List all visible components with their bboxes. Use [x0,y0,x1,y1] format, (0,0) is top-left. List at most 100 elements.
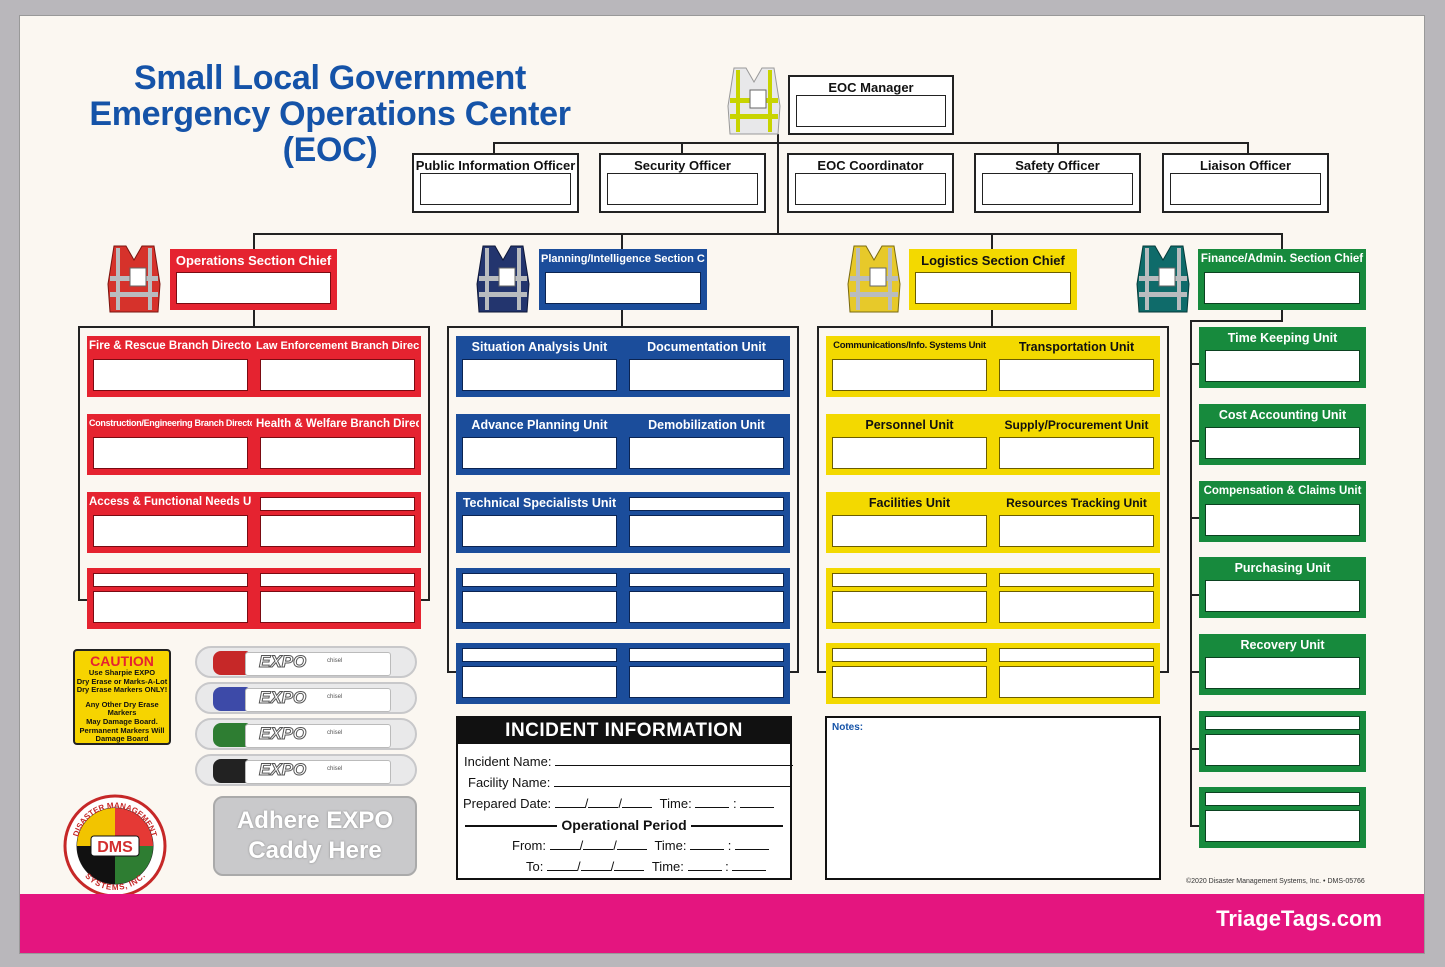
demobilization-unit-box[interactable]: Demobilization Unit [623,414,790,475]
construction-engineering-branch-director-box[interactable]: Construction/Engineering Branch Director [87,414,254,475]
planning-blank-unit-box[interactable] [456,568,623,629]
to-month-field[interactable] [546,859,577,871]
logistics-blank-unit-box[interactable] [993,643,1160,704]
to-day-field[interactable] [580,859,611,871]
from-time-minute-field[interactable] [734,838,769,850]
planning-blank-unit-box[interactable] [623,492,790,553]
access-functional-needs-unit-box[interactable]: Access & Functional Needs Unit [87,492,254,553]
eoc-manager-box[interactable]: EOC Manager [788,75,954,135]
operations-section-chief-field[interactable] [176,272,331,304]
compensation-claims-unit-field[interactable] [1205,504,1360,536]
finance-section-chief-field[interactable] [1204,272,1360,304]
planning-blank-unit-field[interactable] [462,591,617,623]
transportation-unit-field[interactable] [999,359,1154,391]
advance-planning-unit-box[interactable]: Advance Planning Unit [456,414,623,475]
planning-blank-unit-field[interactable] [629,515,784,547]
planning-blank-unit-title-field[interactable] [629,648,784,662]
incident-name-field[interactable] [555,754,794,766]
operations-blank-unit-field[interactable] [93,591,248,623]
logistics-blank-unit-field[interactable] [832,666,987,698]
logistics-blank-unit-title-field[interactable] [832,648,987,662]
finance-blank-unit-title-field[interactable] [1205,716,1360,730]
operations-blank-unit-field[interactable] [260,515,415,547]
prepared-date-month-field[interactable] [554,796,585,808]
planning-section-chief-box[interactable]: Planning/Intelligence Section Chief [539,249,707,310]
finance-section-chief-box[interactable]: Finance/Admin. Section Chief [1198,249,1366,310]
logistics-blank-unit-title-field[interactable] [999,573,1154,587]
logistics-blank-unit-box[interactable] [993,568,1160,629]
logistics-blank-unit-field[interactable] [999,591,1154,623]
prepared-date-day-field[interactable] [588,796,619,808]
documentation-unit-box[interactable]: Documentation Unit [623,336,790,397]
purchasing-unit-box[interactable]: Purchasing Unit [1199,557,1366,618]
time-keeping-unit-box[interactable]: Time Keeping Unit [1199,327,1366,388]
situation-analysis-unit-field[interactable] [462,359,617,391]
eoc-coordinator-box[interactable]: EOC Coordinator [787,153,954,213]
finance-blank-unit-field[interactable] [1205,734,1360,766]
logistics-section-chief-field[interactable] [915,272,1071,304]
to-time-minute-field[interactable] [732,859,767,871]
logistics-blank-unit-box[interactable] [826,568,993,629]
public-information-officer-field[interactable] [420,173,571,205]
cost-accounting-unit-box[interactable]: Cost Accounting Unit [1199,404,1366,465]
security-officer-box[interactable]: Security Officer [599,153,766,213]
recovery-unit-field[interactable] [1205,657,1360,689]
recovery-unit-box[interactable]: Recovery Unit [1199,634,1366,695]
logistics-blank-unit-box[interactable] [826,643,993,704]
facilities-unit-field[interactable] [832,515,987,547]
planning-blank-unit-title-field[interactable] [462,573,617,587]
operations-blank-unit-box[interactable] [254,568,421,629]
operations-blank-unit-title-field[interactable] [260,497,415,511]
operations-blank-unit-field[interactable] [260,591,415,623]
resources-tracking-unit-field[interactable] [999,515,1154,547]
law-enforcement-branch-director-field[interactable] [260,359,415,391]
operations-section-chief-box[interactable]: Operations Section Chief [170,249,337,310]
operations-blank-unit-title-field[interactable] [93,573,248,587]
personnel-unit-box[interactable]: Personnel Unit [826,414,993,475]
finance-blank-unit-box[interactable] [1199,711,1366,772]
supply-procurement-unit-field[interactable] [999,437,1154,469]
prepared-time-hour-field[interactable] [695,796,730,808]
health-welfare-branch-director-box[interactable]: Health & Welfare Branch Director [254,414,421,475]
situation-analysis-unit-box[interactable]: Situation Analysis Unit [456,336,623,397]
website-link[interactable]: TriageTags.com [1216,906,1382,931]
planning-section-chief-field[interactable] [545,272,701,304]
planning-blank-unit-title-field[interactable] [629,573,784,587]
access-functional-needs-unit-field[interactable] [93,515,248,547]
communications-info-systems-unit-field[interactable] [832,359,987,391]
operations-blank-unit-box[interactable] [87,568,254,629]
finance-blank-unit-field[interactable] [1205,810,1360,842]
safety-officer-box[interactable]: Safety Officer [974,153,1141,213]
planning-blank-unit-field[interactable] [629,591,784,623]
planning-blank-unit-box[interactable] [456,643,623,704]
cost-accounting-unit-field[interactable] [1205,427,1360,459]
planning-blank-unit-field[interactable] [629,666,784,698]
operations-blank-unit-title-field[interactable] [260,573,415,587]
facilities-unit-box[interactable]: Facilities Unit [826,492,993,553]
health-welfare-branch-director-field[interactable] [260,437,415,469]
eoc-coordinator-field[interactable] [795,173,946,205]
from-month-field[interactable] [549,838,580,850]
planning-blank-unit-field[interactable] [462,666,617,698]
purchasing-unit-field[interactable] [1205,580,1360,612]
from-year-field[interactable] [616,838,647,850]
construction-engineering-branch-director-field[interactable] [93,437,248,469]
transportation-unit-box[interactable]: Transportation Unit [993,336,1160,397]
logistics-blank-unit-field[interactable] [832,591,987,623]
safety-officer-field[interactable] [982,173,1133,205]
prepared-time-minute-field[interactable] [740,796,775,808]
communications-info-systems-unit-box[interactable]: Communications/Info. Systems Unit [826,336,993,397]
from-time-hour-field[interactable] [690,838,725,850]
time-keeping-unit-field[interactable] [1205,350,1360,382]
personnel-unit-field[interactable] [832,437,987,469]
advance-planning-unit-field[interactable] [462,437,617,469]
planning-blank-unit-title-field[interactable] [629,497,784,511]
liaison-officer-box[interactable]: Liaison Officer [1162,153,1329,213]
demobilization-unit-field[interactable] [629,437,784,469]
logistics-section-chief-box[interactable]: Logistics Section Chief [909,249,1077,310]
technical-specialists-unit-box[interactable]: Technical Specialists Unit [456,492,623,553]
finance-blank-unit-title-field[interactable] [1205,792,1360,806]
compensation-claims-unit-box[interactable]: Compensation & Claims Unit [1199,481,1366,542]
liaison-officer-field[interactable] [1170,173,1321,205]
notes-panel[interactable]: Notes: [825,716,1161,880]
